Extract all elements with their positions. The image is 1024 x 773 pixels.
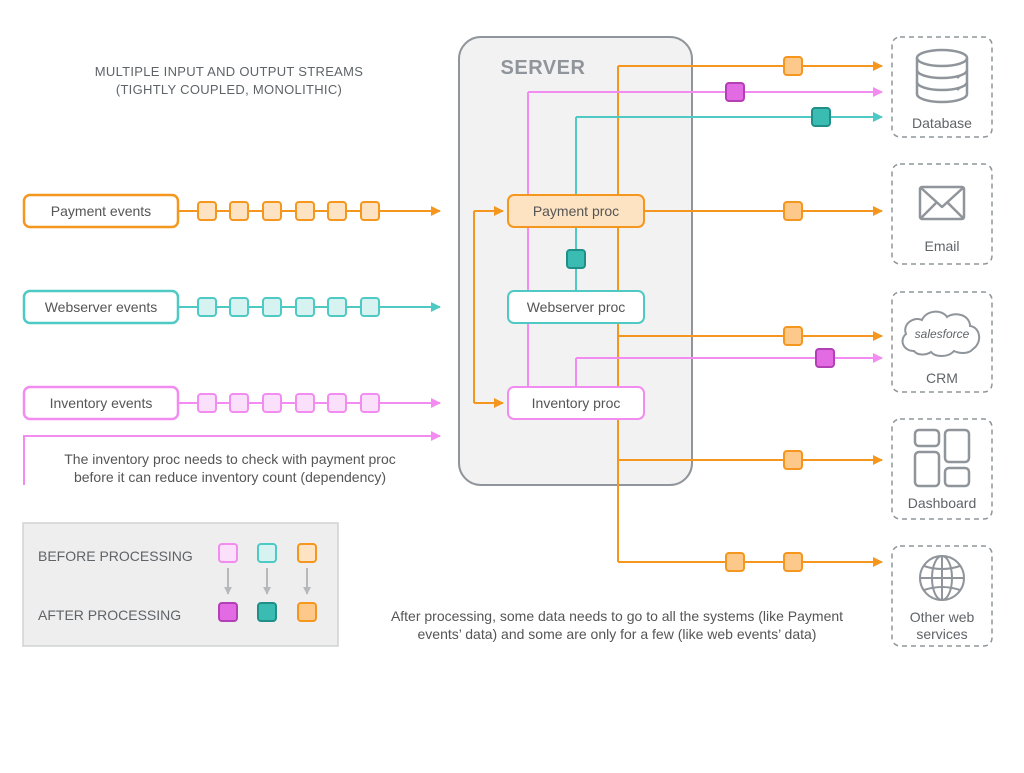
destination-label-other-web-line2: services [916, 626, 967, 642]
output-note-line1: After processing, some data needs to go … [391, 608, 843, 624]
proc-webserver: Webserver proc [507, 290, 645, 324]
dependency-line [23, 431, 441, 485]
globe-icon [919, 555, 965, 601]
destination-database: Database [891, 36, 993, 138]
envelope-icon [918, 185, 966, 221]
input-label-payment: Payment events [51, 203, 151, 219]
destination-crm: salesforce CRM [891, 291, 993, 393]
destination-label-dashboard: Dashboard [908, 495, 977, 511]
processed-teal-square-internal [566, 249, 586, 269]
destination-email: Email [891, 163, 993, 265]
database-icon [915, 48, 969, 104]
input-label-webserver: Webserver events [45, 299, 158, 315]
proc-inventory: Inventory proc [507, 386, 645, 420]
internal-orange-bracket [473, 206, 504, 408]
proc-label-webserver: Webserver proc [527, 299, 626, 315]
input-stream-payment: Payment events [22, 193, 441, 229]
legend: BEFORE PROCESSING AFTER PROCESSING [22, 522, 339, 647]
processed-output-squares [725, 56, 835, 572]
payment-event-queue [197, 201, 380, 221]
webserver-event-queue [197, 297, 380, 317]
input-label-inventory: Inventory events [50, 395, 153, 411]
input-stream-webserver: Webserver events [22, 289, 441, 325]
salesforce-cloud-icon: salesforce [901, 310, 981, 357]
destination-label-crm: CRM [926, 370, 958, 386]
inventory-event-queue [197, 393, 380, 413]
proc-payment: Payment proc [507, 194, 645, 228]
destination-label-database: Database [912, 115, 972, 131]
output-note-line2: events’ data) and some are only for a fe… [418, 626, 817, 642]
salesforce-logo-text: salesforce [915, 327, 970, 341]
legend-after-label: AFTER PROCESSING [38, 607, 181, 623]
proc-label-inventory: Inventory proc [532, 395, 621, 411]
destination-label-email: Email [924, 238, 959, 254]
dependency-note-line1: The inventory proc needs to check with p… [64, 451, 396, 467]
dependency-note-line2: before it can reduce inventory count (de… [74, 469, 386, 485]
server-title: SERVER [501, 57, 586, 79]
diagram-header-line1: MULTIPLE INPUT AND OUTPUT STREAMS [95, 64, 364, 79]
legend-before-label: BEFORE PROCESSING [38, 548, 193, 564]
dashboard-icon [913, 428, 971, 488]
destination-other-web-services: Other web services [891, 545, 993, 647]
proc-label-payment: Payment proc [533, 203, 619, 219]
diagram-header-line2: (TIGHTLY COUPLED, MONOLITHIC) [116, 82, 342, 97]
destination-dashboard: Dashboard [891, 418, 993, 520]
destination-label-other-web-line1: Other web [910, 609, 975, 625]
